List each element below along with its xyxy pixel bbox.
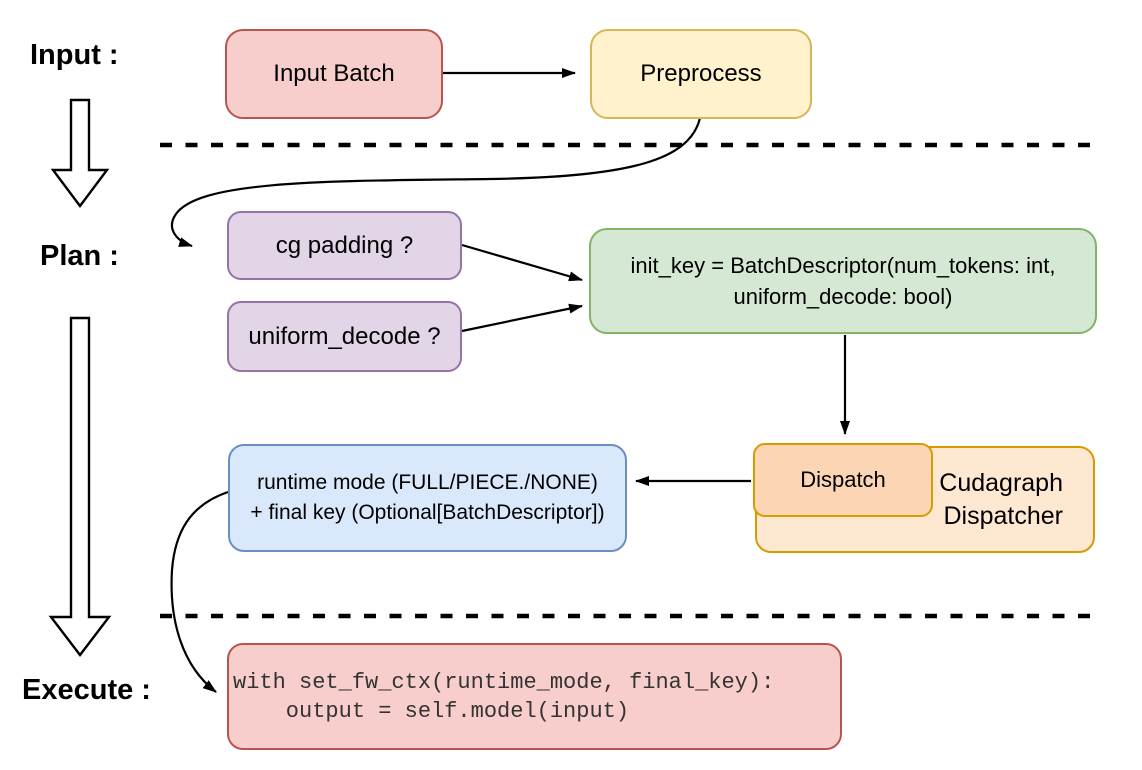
- node-init-key-line2: uniform_decode: bool): [733, 284, 953, 309]
- node-runtime-mode: runtime mode (FULL/PIECE./NONE) + final …: [228, 444, 627, 552]
- arrow-cgpadding-to-initkey: [461, 243, 583, 282]
- node-execute-code-line2: output = self.model(input): [233, 698, 630, 724]
- plan-to-execute-arrow: [48, 316, 112, 657]
- node-execute-code: with set_fw_ctx(runtime_mode, final_key)…: [227, 643, 842, 750]
- node-preprocess-label: Preprocess: [640, 60, 762, 87]
- node-dispatch: Dispatch: [753, 443, 933, 517]
- node-runtime-mode-line1: runtime mode (FULL/PIECE./NONE): [257, 471, 598, 494]
- node-cudagraph-line1: Cudagraph: [939, 468, 1063, 497]
- node-input-batch: Input Batch: [225, 29, 443, 119]
- node-cg-padding: cg padding ?: [227, 211, 462, 280]
- node-cudagraph-line2: Dispatcher: [943, 501, 1064, 530]
- stage-label-input: Input :: [30, 39, 119, 71]
- node-uniform-decode: uniform_decode ?: [227, 301, 462, 372]
- node-execute-code-line1: with set_fw_ctx(runtime_mode, final_key)…: [233, 669, 775, 695]
- input-to-plan-arrow: [50, 98, 110, 208]
- node-input-batch-label: Input Batch: [273, 60, 395, 87]
- node-runtime-mode-line2: + final key (Optional[BatchDescriptor]): [250, 501, 605, 524]
- stage-label-plan: Plan :: [40, 240, 119, 272]
- node-uniform-decode-label: uniform_decode ?: [248, 322, 441, 350]
- node-init-key: init_key = BatchDescriptor(num_tokens: i…: [589, 228, 1097, 334]
- stage-label-execute: Execute :: [22, 674, 151, 706]
- node-cg-padding-label: cg padding ?: [275, 231, 414, 259]
- node-init-key-line1: init_key = BatchDescriptor(num_tokens: i…: [630, 253, 1056, 278]
- node-dispatch-label: Dispatch: [800, 467, 886, 492]
- node-preprocess: Preprocess: [590, 29, 812, 119]
- arrow-runtimemode-to-code: [170, 490, 229, 693]
- arrow-uniformdecode-to-initkey: [461, 303, 583, 333]
